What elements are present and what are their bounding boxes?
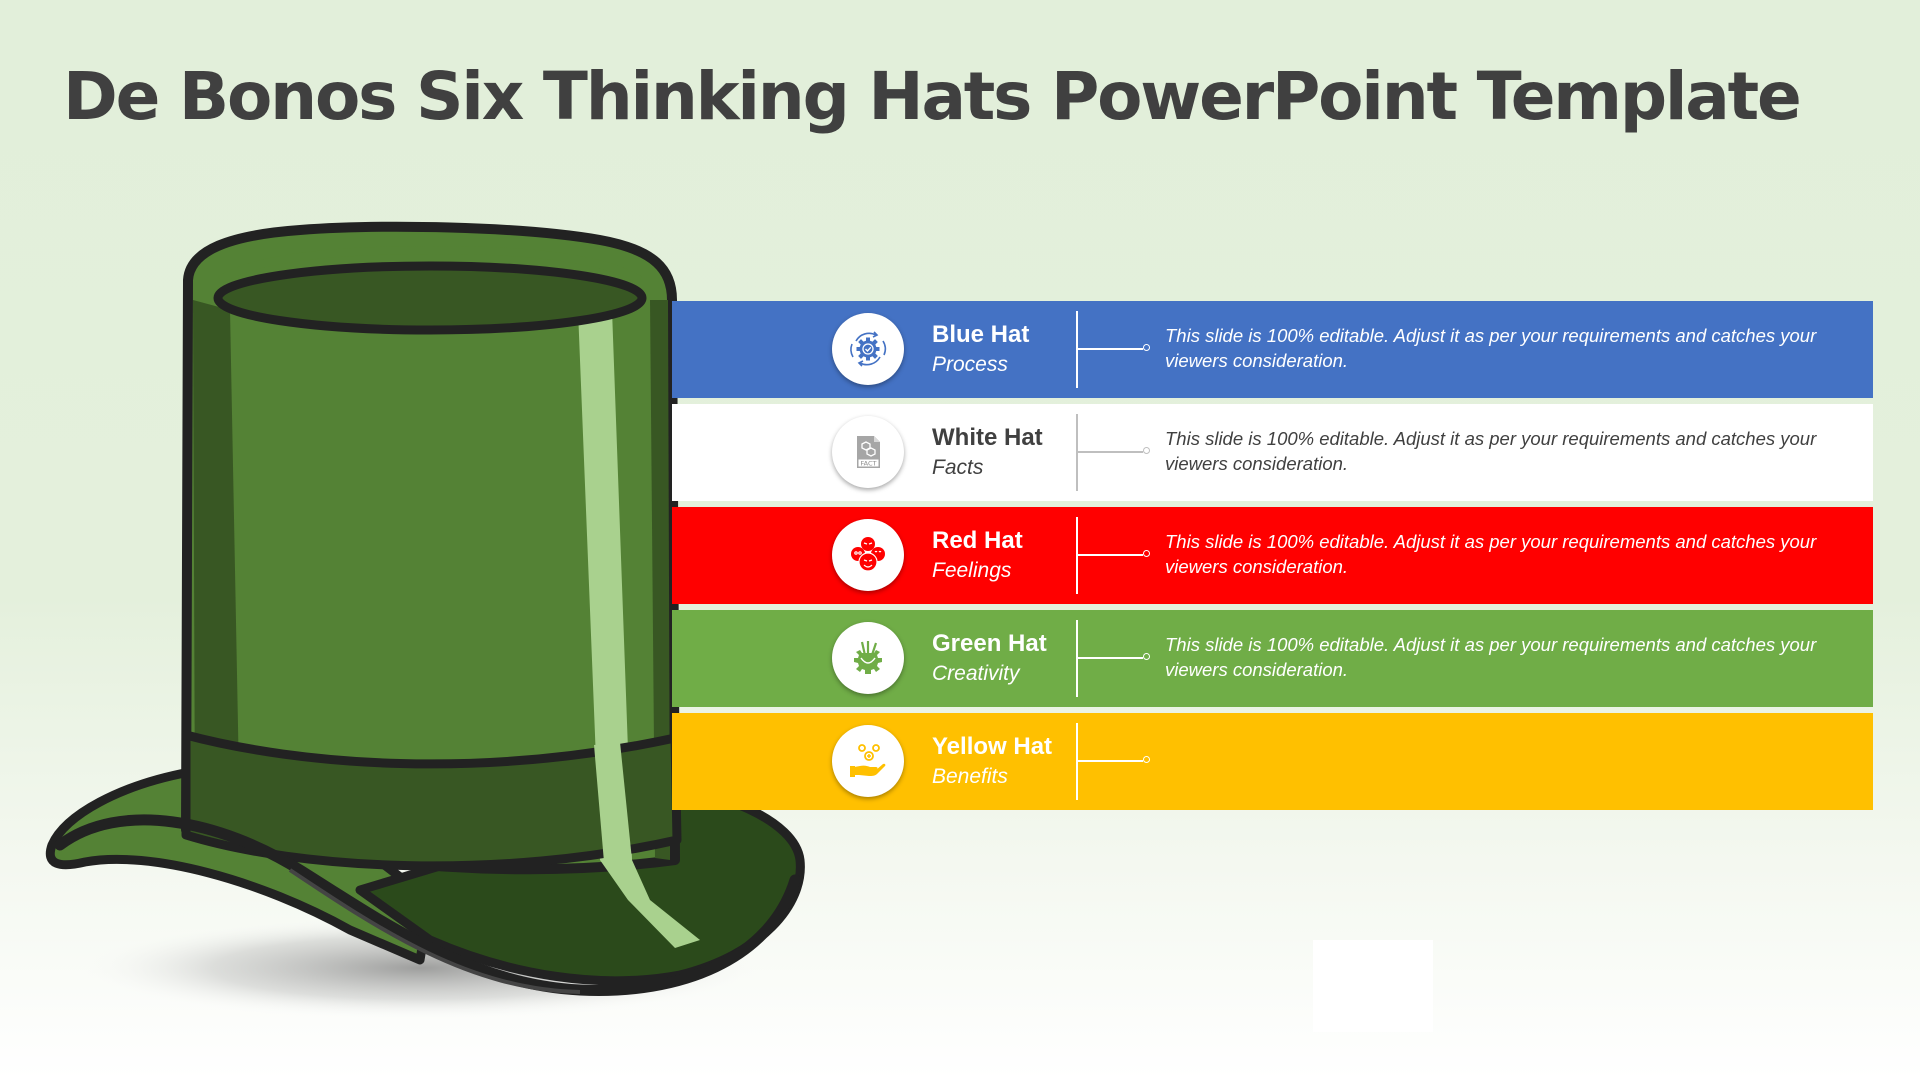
icon-badge: FACT	[832, 416, 904, 488]
hat-title: Red Hat	[932, 527, 1023, 554]
green-top-hat-illustration	[45, 221, 805, 1020]
divider-line	[1076, 620, 1078, 697]
hat-subtitle: Creativity	[932, 662, 1020, 685]
icon-badge	[832, 622, 904, 694]
hat-description: This slide is 100% editable. Adjust it a…	[1165, 531, 1817, 577]
connector-line	[1077, 554, 1143, 556]
creative-tools-gear-icon	[854, 641, 882, 674]
connector-line	[1077, 348, 1143, 350]
hat-row-blue: Blue Hat Process This slide is 100% edit…	[672, 301, 1873, 398]
connector-line	[1077, 760, 1143, 762]
hat-subtitle: Feelings	[932, 559, 1012, 582]
divider-line	[1076, 723, 1078, 800]
hat-subtitle: Benefits	[932, 765, 1008, 788]
hat-description: This slide is 100% editable. Adjust it a…	[1165, 325, 1817, 371]
icon-badge	[832, 519, 904, 591]
divider-line	[1076, 517, 1078, 594]
connector-line	[1077, 451, 1143, 453]
connector-line	[1077, 657, 1143, 659]
slide-title: De Bonos Six Thinking Hats PowerPoint Te…	[63, 58, 1802, 135]
svg-text:FACT: FACT	[861, 460, 877, 468]
hat-title: Blue Hat	[932, 321, 1030, 348]
connector-dot	[1143, 447, 1150, 454]
emotion-faces-icon	[851, 537, 885, 572]
hat-row-white: FACT White Hat Facts This slide is 100% …	[672, 404, 1873, 501]
blank-placeholder-box	[1313, 940, 1433, 1032]
icon-badge	[832, 725, 904, 797]
hat-title: Green Hat	[932, 630, 1047, 657]
connector-dot	[1143, 344, 1150, 351]
hat-row-yellow: Yellow Hat Benefits	[672, 713, 1873, 810]
connector-dot	[1143, 550, 1150, 557]
hat-description: This slide is 100% editable. Adjust it a…	[1165, 634, 1817, 680]
hand-coins-icon	[850, 744, 886, 777]
hat-title: White Hat	[932, 424, 1043, 451]
gear-cycle-check-icon	[850, 331, 887, 367]
fact-document-icon: FACT	[857, 436, 880, 468]
divider-line	[1076, 311, 1078, 388]
hat-row-green: Green Hat Creativity This slide is 100% …	[672, 610, 1873, 707]
hat-row-red: Red Hat Feelings This slide is 100% edit…	[672, 507, 1873, 604]
hat-description: This slide is 100% editable. Adjust it a…	[1165, 428, 1817, 474]
hat-subtitle: Process	[932, 353, 1008, 376]
hat-subtitle: Facts	[932, 456, 984, 479]
hat-title: Yellow Hat	[932, 733, 1053, 760]
icon-badge	[832, 313, 904, 385]
connector-dot	[1143, 756, 1150, 763]
divider-line	[1076, 414, 1078, 491]
connector-dot	[1143, 653, 1150, 660]
